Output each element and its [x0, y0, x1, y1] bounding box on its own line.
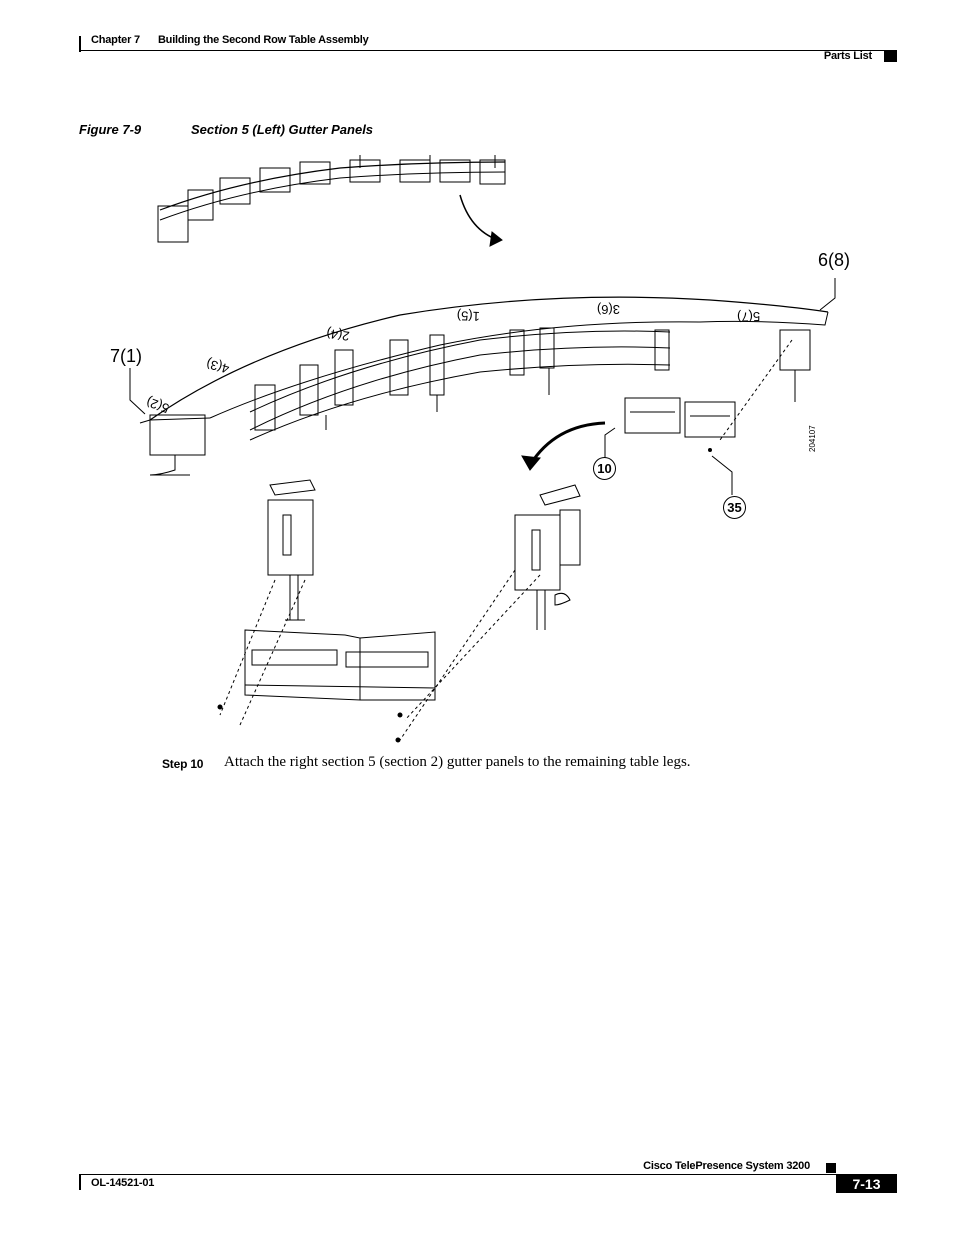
- table-label-5: 3(6): [597, 302, 620, 317]
- header-section: Parts List: [823, 50, 872, 62]
- step-10: Step 10 Attach the right section 5 (sect…: [162, 754, 691, 771]
- footer-doc-number: OL-14521-01: [91, 1177, 155, 1189]
- step-text: Attach the right section 5 (section 2) g…: [224, 754, 691, 770]
- table-label-1: 5(2): [144, 394, 171, 416]
- overview-arrow: [459, 194, 503, 247]
- footer-rule: [79, 1174, 897, 1175]
- table-assembly-drawing: 5(2) 4(3) 2(4) 1(5) 3(6) 5(7): [129, 155, 836, 743]
- figure-number: Figure 7-9: [79, 122, 142, 137]
- header-chapter: Chapter 7 Building the Second Row Table A…: [91, 34, 369, 46]
- overview-table: [157, 155, 506, 243]
- table-label-2: 4(3): [205, 356, 231, 376]
- footer-product: Cisco TelePresence System 3200: [643, 1160, 810, 1172]
- right-gutter-panel: [624, 339, 793, 452]
- header-rule-left: [79, 36, 81, 52]
- chapter-number: Chapter 7: [91, 34, 140, 46]
- figure-title: Section 5 (Left) Gutter Panels: [191, 122, 374, 137]
- table-label-4: 1(5): [456, 308, 480, 324]
- left-leg-exploded: [267, 479, 316, 621]
- callout-10: 10: [593, 457, 616, 480]
- lower-gutter-panel: [217, 569, 541, 743]
- step-label: Step 10: [162, 757, 204, 771]
- callout-35: 35: [723, 496, 746, 519]
- callout-6-8: 6(8): [818, 250, 851, 270]
- figure-illustration: 5(2) 4(3) 2(4) 1(5) 3(6) 5(7): [100, 140, 860, 750]
- page-number: 7-13: [836, 1175, 897, 1193]
- art-id: 204107: [808, 425, 817, 452]
- footer-rule-left: [79, 1174, 81, 1190]
- header-marker: [884, 51, 897, 62]
- main-table-assembly: 5(2) 4(3) 2(4) 1(5) 3(6) 5(7): [139, 296, 829, 476]
- table-label-6: 5(7): [737, 309, 761, 325]
- assembly-arrow: [521, 421, 606, 471]
- callout-leaders: [129, 278, 836, 495]
- table-label-3: 2(4): [325, 326, 350, 344]
- header-rule: [79, 50, 897, 51]
- footer-marker: [826, 1163, 836, 1173]
- right-leg-exploded: [514, 484, 581, 630]
- chapter-title: Building the Second Row Table Assembly: [157, 34, 369, 46]
- callout-7-1: 7(1): [110, 346, 143, 366]
- figure-caption: Figure 7-9 Section 5 (Left) Gutter Panel…: [79, 122, 373, 137]
